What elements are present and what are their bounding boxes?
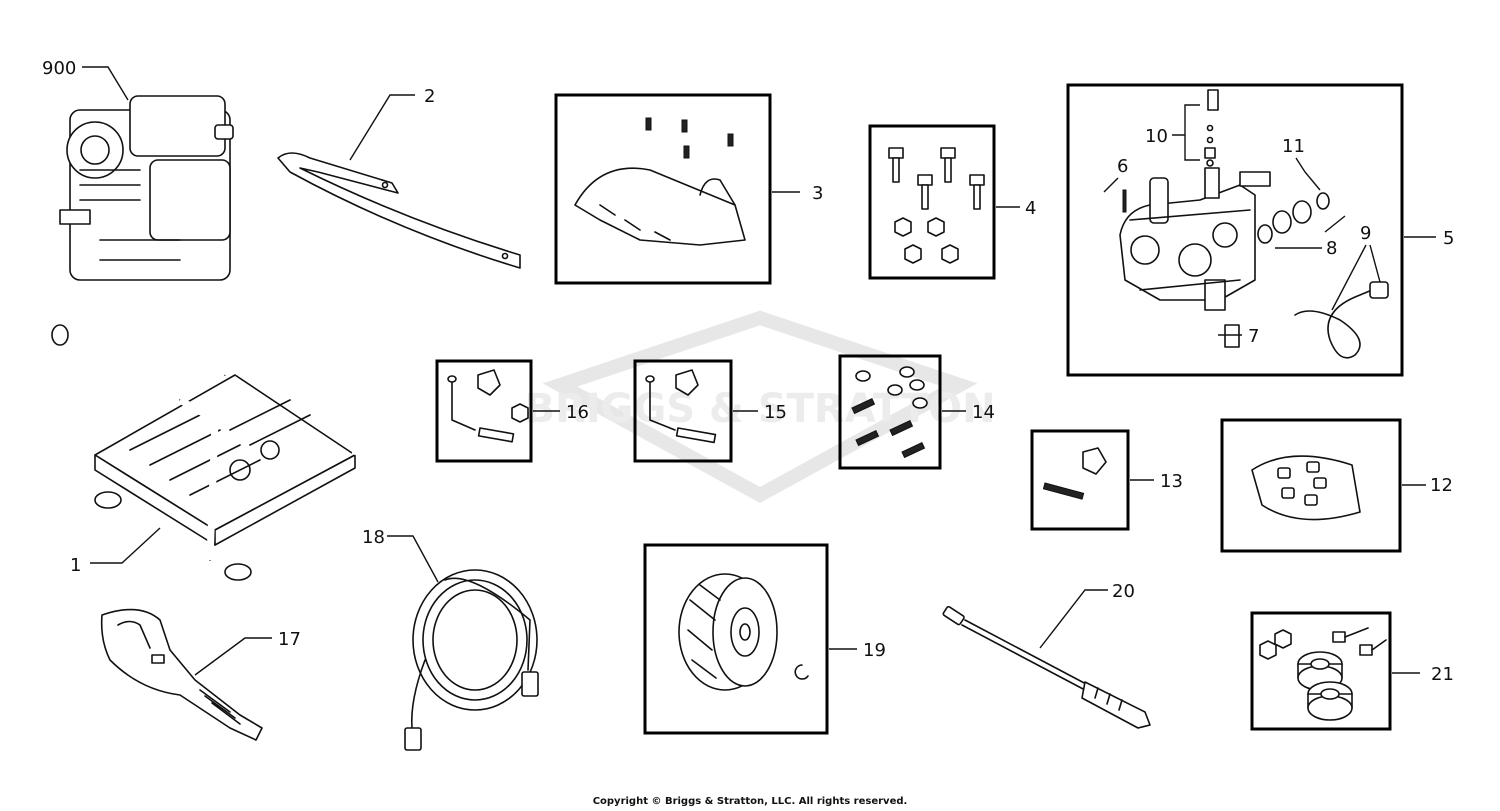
leader-2 (349, 94, 415, 161)
part-box-16[interactable] (435, 359, 533, 463)
part-engine[interactable] (59, 95, 234, 281)
watermark-text: BRIGGS & STRATTON (524, 386, 995, 432)
callout-8: 8 (1326, 238, 1337, 259)
callout-19: 19 (863, 640, 886, 661)
part-bracket[interactable] (574, 117, 746, 246)
watermark: BRIGGS & STRATTON (524, 310, 996, 503)
callout-14: 14 (972, 402, 995, 423)
part-box-3[interactable] (554, 93, 772, 285)
part-box-21[interactable] (1250, 611, 1392, 731)
part-wand[interactable] (942, 605, 1151, 729)
part-box-13[interactable] (1030, 429, 1130, 531)
part-nozzle-bag-12[interactable] (1251, 455, 1361, 521)
callout-5: 5 (1443, 228, 1454, 249)
leader-10 (1172, 104, 1200, 161)
leader-20 (1039, 589, 1108, 649)
leader-11 (1295, 157, 1321, 191)
part-box-19[interactable] (643, 543, 829, 735)
part-handle[interactable] (277, 152, 521, 269)
callout-9: 9 (1360, 223, 1371, 244)
callout-13: 13 (1160, 471, 1183, 492)
callout-4: 4 (1025, 198, 1036, 219)
callout-11: 11 (1282, 136, 1305, 157)
part-axle-kit-15[interactable] (645, 369, 717, 444)
part-feet-kit-21[interactable] (1259, 627, 1387, 721)
leader-18 (387, 535, 439, 583)
copyright-notice: Copyright © Briggs & Stratton, LLC. All … (592, 796, 908, 807)
part-wheel[interactable] (678, 573, 809, 691)
part-pump[interactable] (1119, 167, 1271, 311)
leader-17 (194, 637, 272, 676)
callout-6: 6 (1117, 156, 1128, 177)
part-box-4[interactable] (868, 124, 996, 280)
part-hose-18[interactable] (404, 569, 539, 751)
leader-1 (90, 527, 161, 564)
leader-900 (82, 66, 129, 101)
leader-6 (1103, 177, 1119, 193)
part-box-12[interactable] (1220, 418, 1402, 553)
part-bolts-nuts-4[interactable] (888, 147, 985, 264)
part-hose-9[interactable] (1294, 281, 1389, 359)
callout-3: 3 (812, 183, 823, 204)
callout-15: 15 (764, 402, 787, 423)
part-frame[interactable] (51, 295, 382, 581)
part-box-15[interactable] (633, 359, 733, 463)
callout-2: 2 (424, 86, 435, 107)
part-box-5[interactable] (1066, 83, 1404, 377)
part-bolt-kit-13[interactable] (1042, 447, 1107, 500)
callout-12: 12 (1430, 475, 1453, 496)
callout-1: 1 (70, 555, 81, 576)
part-spray-gun[interactable] (100, 608, 263, 741)
callout-7: 7 (1248, 326, 1259, 347)
part-fittings[interactable] (1122, 89, 1330, 348)
leader-8 (1275, 215, 1346, 249)
part-hardware-14[interactable] (851, 366, 928, 459)
callout-20: 20 (1112, 581, 1135, 602)
part-box-14[interactable] (838, 354, 942, 470)
part-axle-kit-16[interactable] (447, 369, 529, 443)
callout-18: 18 (362, 527, 385, 548)
leader-9 (1331, 244, 1381, 311)
callout-17: 17 (278, 629, 301, 650)
callout-10: 10 (1145, 126, 1168, 147)
callout-900: 900 (42, 58, 76, 79)
callout-16: 16 (566, 402, 589, 423)
callout-21: 21 (1431, 664, 1454, 685)
